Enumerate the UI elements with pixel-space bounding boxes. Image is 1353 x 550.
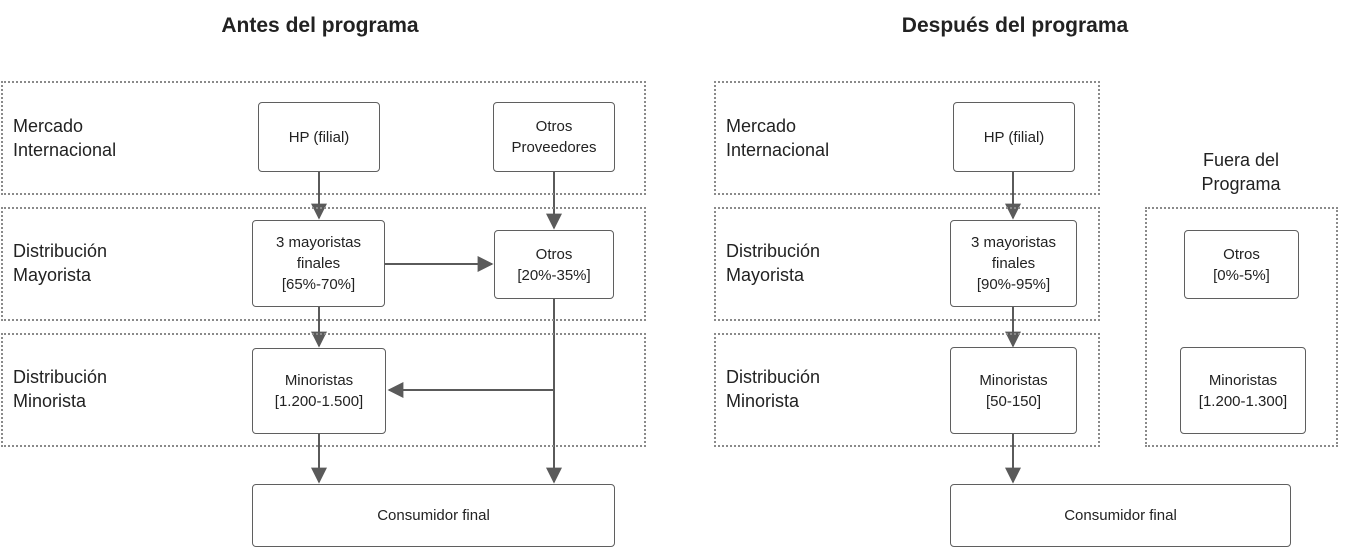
- zone-retail-before: [1, 333, 646, 447]
- node-retailers-before: Minoristas [1.200-1.500]: [252, 348, 386, 434]
- zone-outside-program: [1145, 207, 1338, 447]
- node-outside-retailers: Minoristas [1.200-1.300]: [1180, 347, 1306, 434]
- node-retailers-after: Minoristas [50-150]: [950, 347, 1077, 434]
- node-consumer-after: Consumidor final: [950, 484, 1291, 547]
- after-title: Después del programa: [901, 14, 1129, 37]
- zone-wholesale-after: [714, 207, 1100, 321]
- zone-retail-after: [714, 333, 1100, 447]
- node-consumer-before: Consumidor final: [252, 484, 615, 547]
- level-retail-after: Distribución Minorista: [726, 367, 821, 411]
- zone-intl-after: [714, 81, 1100, 195]
- level-wholesale-before: Distribución Mayorista: [13, 241, 108, 285]
- zone-intl-before: [1, 81, 646, 195]
- outside-program-label: Fuera del Programa: [1201, 150, 1281, 194]
- before-title: Antes del programa: [221, 14, 419, 37]
- node-wholesalers-before: 3 mayoristas finales [65%-70%]: [252, 220, 385, 307]
- node-other-suppliers: Otros Proveedores: [493, 102, 615, 172]
- level-intl-after: Mercado Internacional: [726, 116, 830, 160]
- zone-wholesale-before: [1, 207, 646, 321]
- node-outside-others: Otros [0%-5%]: [1184, 230, 1299, 299]
- level-intl-before: Mercado Internacional: [13, 116, 117, 160]
- level-wholesale-after: Distribución Mayorista: [726, 241, 821, 285]
- node-wholesalers-after: 3 mayoristas finales [90%-95%]: [950, 220, 1077, 307]
- node-others-before: Otros [20%-35%]: [494, 230, 614, 299]
- node-hp-after: HP (filial): [953, 102, 1075, 172]
- level-retail-before: Distribución Minorista: [13, 367, 108, 411]
- node-hp-before: HP (filial): [258, 102, 380, 172]
